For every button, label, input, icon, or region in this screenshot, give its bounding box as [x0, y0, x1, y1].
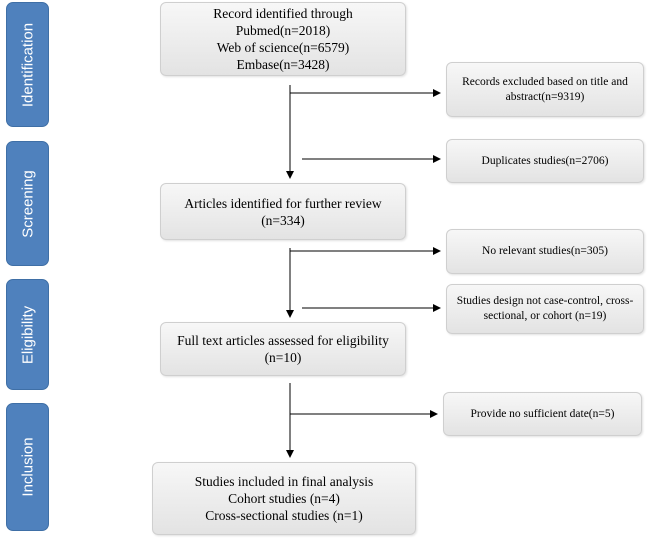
stage-label: Identification [19, 22, 36, 107]
box-line: No relevant studies(n=305) [482, 245, 608, 257]
study-design-excluded-box: Studies design not case-control, cross- … [446, 284, 644, 334]
box-line: abstract(n=9319) [505, 90, 585, 103]
box-line: (n=334) [261, 212, 305, 228]
records-identified-box: Record identified through Pubmed(n=2018)… [160, 2, 406, 76]
fulltext-assessed-box: Full text articles assessed for eligibil… [160, 322, 406, 376]
box-line: Cross-sectional studies (n=1) [205, 508, 363, 523]
box-line: Provide no sufficient date(n=5) [470, 407, 615, 420]
stage-screening: Screening [6, 141, 49, 266]
stage-label: Inclusion [19, 437, 36, 497]
stage-inclusion: Inclusion [6, 403, 49, 531]
box-line: Studies design not case-control, cross- [456, 295, 634, 307]
studies-included-box: Studies included in final analysis Cohor… [152, 462, 416, 535]
box-line: Pubmed(n=2018) [235, 23, 331, 38]
box-line: Record identified through [213, 6, 353, 21]
excluded-title-abstract-box: Records excluded based on title and abst… [446, 62, 644, 117]
box-line: Cohort studies (n=4) [228, 491, 340, 506]
box-line: (n=10) [264, 350, 302, 365]
box-line: Web of science(n=6579) [216, 40, 350, 55]
box-line: Records excluded based on title and [462, 75, 628, 88]
stage-eligibility: Eligibility [6, 279, 49, 390]
insufficient-data-box: Provide no sufficient date(n=5) [443, 392, 642, 436]
box-line: Full text articles assessed for eligibil… [177, 333, 389, 348]
box-line: sectional, or cohort (n=19) [483, 310, 607, 322]
box-line: Embase(n=3428) [236, 57, 330, 72]
stage-label: Eligibility [19, 305, 36, 364]
box-line: Duplicates studies(n=2706) [481, 154, 609, 167]
no-relevant-studies-box: No relevant studies(n=305) [446, 229, 644, 274]
stage-label: Screening [19, 169, 36, 238]
articles-identified-box: Articles identified for further review (… [160, 183, 406, 240]
duplicates-box: Duplicates studies(n=2706) [446, 139, 644, 183]
box-line: Articles identified for further review [184, 195, 382, 211]
box-line: Studies included in final analysis [194, 474, 374, 489]
stage-identification: Identification [6, 2, 49, 127]
